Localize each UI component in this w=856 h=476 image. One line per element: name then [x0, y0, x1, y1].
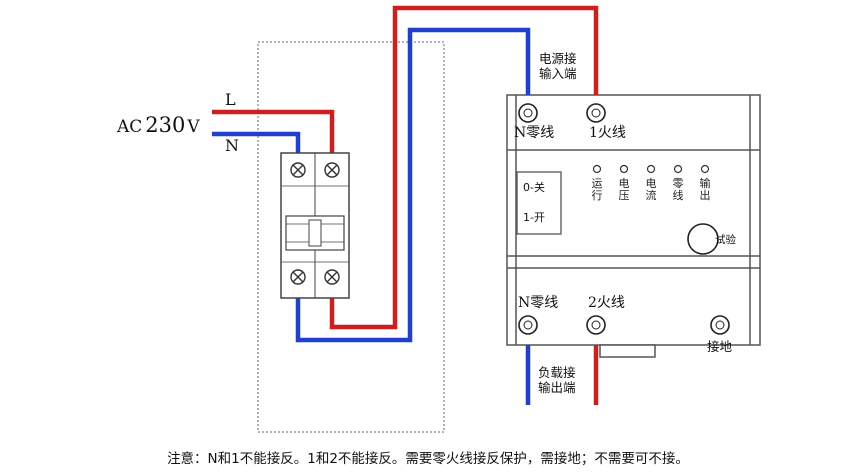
top-neutral-terminal-label: N零线	[514, 125, 555, 141]
device-terminals	[518, 103, 730, 335]
source-neutral-wire	[212, 131, 301, 160]
test-button[interactable]	[687, 223, 719, 255]
ac-voltage: 230	[145, 113, 186, 137]
input-caption-line2: 输入端	[539, 66, 577, 81]
ground-terminal-label: 接地	[707, 339, 733, 354]
breaker-screws	[290, 162, 340, 285]
indicator-neutral-label: 零线	[672, 177, 684, 202]
indicator-output-label: 输出	[699, 177, 711, 202]
indicator-voltage-label: 电压	[618, 177, 630, 202]
live-line-label: L	[225, 90, 236, 109]
input-live-wire	[329, 5, 599, 330]
input-caption-line1: 电源接	[539, 51, 577, 66]
bottom-live-terminal-label: 2火线	[588, 295, 625, 311]
indicator-leds	[592, 164, 710, 174]
input-neutral-wire	[295, 27, 531, 343]
neutral-line-label: N	[225, 136, 239, 155]
switch-window	[516, 171, 562, 235]
switch-on-label: 1-开	[523, 211, 545, 224]
switch-off-label: 0-关	[523, 181, 545, 194]
bottom-neutral-terminal-label: N零线	[518, 295, 559, 311]
indicator-current-label: 电流	[645, 177, 657, 202]
ac-label: AC	[117, 117, 143, 137]
source-live-wire	[212, 109, 335, 160]
indicator-run-label: 运行	[591, 177, 603, 202]
top-live-terminal-label: 1火线	[589, 125, 626, 141]
test-button-label: 试验	[715, 234, 736, 246]
protector-device	[506, 94, 761, 358]
ac-unit: V	[187, 117, 200, 137]
wiring-note: 注意：N和1不能接反。1和2不能接反。需要零火线接反保护，需接地；不需要可不接。	[167, 451, 689, 467]
output-caption-line2: 输出端	[538, 380, 576, 395]
distribution-box-outline	[257, 41, 445, 433]
output-caption-line1: 负载接	[538, 365, 576, 380]
